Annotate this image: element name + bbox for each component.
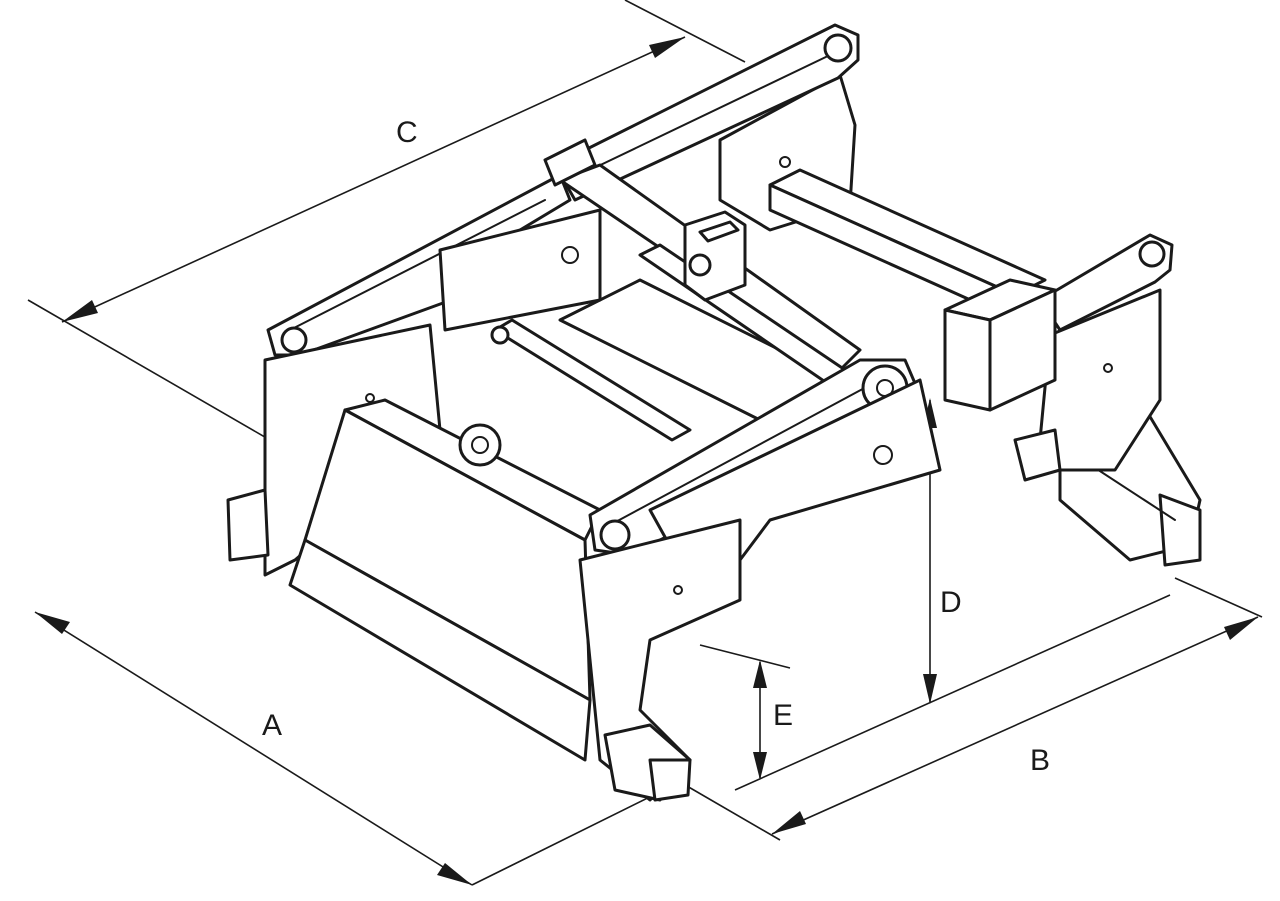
front-clamp-bar bbox=[288, 398, 602, 762]
arrowhead-a-top bbox=[35, 612, 70, 634]
front-foot-face bbox=[648, 758, 692, 802]
left-leg-bolt bbox=[365, 393, 375, 403]
dimension-label-c: C bbox=[396, 116, 418, 149]
rear-long-arm bbox=[553, 23, 860, 202]
lever-hinge-bracket bbox=[543, 138, 597, 187]
arrowhead-c-left bbox=[62, 300, 98, 322]
arrowhead-b-left bbox=[772, 811, 806, 834]
dimension-line-a bbox=[34, 611, 473, 886]
rear-long-arm-pivot bbox=[823, 33, 853, 63]
ground-line bbox=[734, 594, 1171, 791]
shaft-end-cap bbox=[490, 325, 510, 345]
rear-right-arm-plate bbox=[1038, 233, 1174, 332]
left-inner-plate-hole bbox=[561, 246, 579, 264]
extension-line-a bbox=[471, 781, 681, 886]
front-main-arm-edge bbox=[609, 384, 871, 526]
clamp-bar-jaw bbox=[288, 538, 592, 762]
rear-right-foot bbox=[1013, 428, 1062, 482]
dimension-line-b bbox=[771, 616, 1259, 835]
arrowhead-a-bottom bbox=[437, 863, 472, 885]
central-linkage bbox=[490, 163, 862, 442]
rear-right-arm-pivot bbox=[1138, 240, 1166, 268]
extension-line-b-right bbox=[1174, 577, 1263, 618]
front-right-block bbox=[943, 278, 1057, 412]
linkage-block-slot bbox=[698, 220, 740, 243]
extension-line-e-top bbox=[699, 644, 791, 669]
clamp-bar-roller bbox=[458, 423, 502, 467]
left-inner-side-plate bbox=[438, 208, 602, 332]
dimension-label-e: E bbox=[773, 699, 793, 732]
front-leg-bolt bbox=[673, 585, 683, 595]
clamp-bar-roller-hub bbox=[471, 436, 489, 454]
dimension-e: E bbox=[699, 644, 793, 780]
block-side bbox=[988, 288, 1057, 412]
dimension-a: A bbox=[34, 611, 681, 886]
rear-right-leg-bolt bbox=[1103, 363, 1113, 373]
dimension-c: C bbox=[27, 0, 746, 441]
extension-line-c-right bbox=[624, 0, 746, 63]
linkage-block-bolt bbox=[688, 253, 712, 277]
rear-right-arm bbox=[1038, 233, 1174, 332]
dimension-b: B bbox=[679, 577, 1263, 841]
arrowhead-d-bottom bbox=[923, 674, 937, 704]
linkage-shaft bbox=[493, 318, 692, 442]
arrowhead-e-top bbox=[753, 660, 767, 688]
left-lever-edge bbox=[289, 199, 546, 331]
arrowhead-b-right bbox=[1224, 617, 1258, 640]
front-body-hole bbox=[873, 445, 893, 465]
dimension-label-a: A bbox=[262, 709, 282, 742]
left-lever-pivot bbox=[280, 326, 308, 354]
dimension-line-c bbox=[61, 36, 686, 323]
rear-cross-beam bbox=[768, 168, 1047, 322]
rear-left-upright-hole bbox=[779, 156, 791, 168]
front-leg bbox=[578, 518, 742, 802]
extension-line-c-left bbox=[27, 299, 271, 441]
cross-beam-top bbox=[768, 168, 1047, 297]
dimension-label-d: D bbox=[940, 586, 962, 619]
rear-plate-jaw bbox=[1158, 493, 1202, 567]
left-foot bbox=[226, 488, 270, 562]
rear-long-arm-plate bbox=[553, 23, 860, 202]
block-front bbox=[943, 308, 992, 412]
extension-line-b-left bbox=[679, 781, 781, 841]
dimension-label-b: B bbox=[1030, 744, 1050, 777]
rear-long-arm-edge bbox=[589, 54, 831, 171]
front-main-arm-lower-pivot bbox=[599, 519, 631, 551]
arrowhead-c-right bbox=[649, 37, 685, 58]
rear-right-leg bbox=[1013, 288, 1162, 482]
arrowhead-e-bottom bbox=[753, 752, 767, 780]
